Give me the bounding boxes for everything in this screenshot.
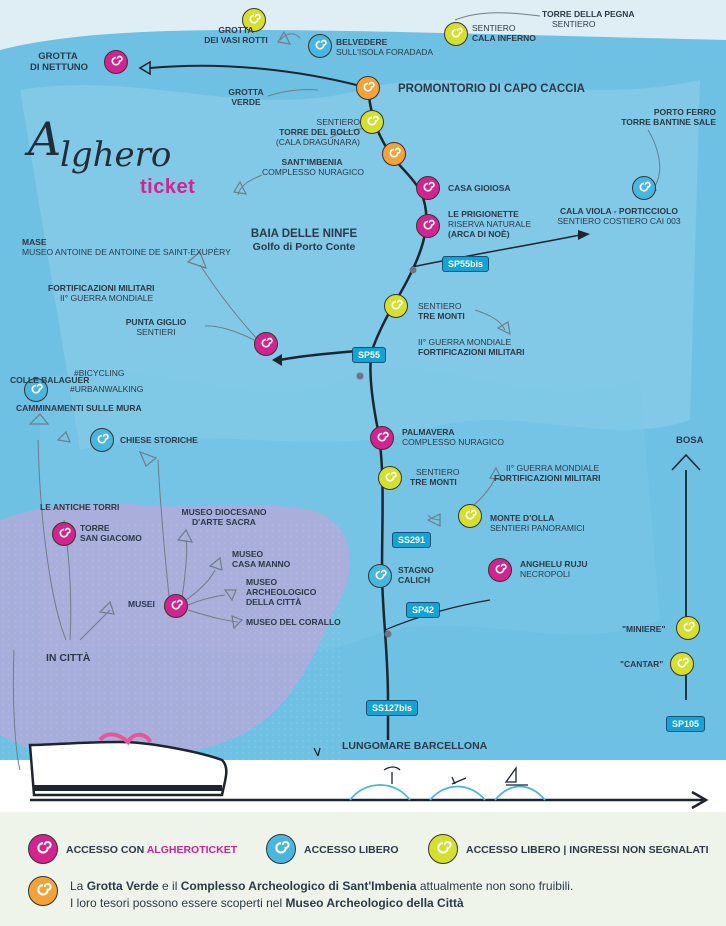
poi-grotta-vasi-icon[interactable] (242, 8, 266, 32)
poi-chiese-icon[interactable] (90, 428, 114, 452)
legend-libero: ACCESSO LIBERO (304, 844, 399, 856)
road-badge-ss127bis: SS127bis (366, 700, 419, 716)
road-badge-sp55bis: SP55bis (442, 256, 490, 272)
label-colle-balaguer: COLLE BALAGUER (10, 375, 90, 385)
road-badge-sp42: SP42 (406, 602, 441, 618)
label-urbanwalking: #URBANWALKING (70, 384, 144, 394)
legend-green-icon (428, 834, 458, 864)
poi-prigionette-icon[interactable] (416, 214, 440, 238)
legend-orange-icon (28, 876, 58, 906)
poi-sant-imbenia-icon[interactable] (382, 142, 406, 166)
logo-initial: A (28, 112, 62, 166)
poi-musei-icon[interactable] (164, 594, 188, 618)
label-capo-caccia: PROMONTORIO DI CAPO CACCIA (398, 83, 585, 95)
road-badge-sp55: SP55 (352, 347, 387, 363)
label-in-citta: IN CITTÀ (46, 652, 91, 664)
poi-tre-monti-1-icon[interactable] (384, 294, 408, 318)
label-miniere: "MINIERE" (622, 624, 666, 634)
poi-cala-inferno-icon[interactable] (444, 22, 468, 46)
poi-baia-ninfe-icon[interactable] (254, 332, 278, 356)
poi-cala-viola-icon[interactable] (632, 176, 656, 200)
poi-palmavera-icon[interactable] (370, 426, 394, 450)
legend-non-segnalati: ACCESSO LIBERO | INGRESSI NON SEGNALATI (466, 844, 709, 856)
footnote-line-2: I loro tesori possono essere scoperti ne… (70, 896, 464, 910)
poi-camminamenti-icon[interactable] (24, 378, 48, 402)
poi-tre-monti-2-icon[interactable] (378, 466, 402, 490)
legend-ticket: ACCESSO CON ALGHEROTICKET (66, 844, 238, 856)
poi-capo-caccia-icon[interactable] (356, 76, 380, 100)
poi-stagno-calich-icon[interactable] (368, 564, 392, 588)
label-lungomare: LUNGOMARE BARCELLONA (342, 740, 488, 752)
label-bosa: BOSA (676, 435, 704, 446)
legend-blue-icon (266, 834, 296, 864)
poi-anghelu-ruju-icon[interactable] (488, 558, 512, 582)
label-chiese: CHIESE STORICHE (120, 435, 198, 445)
poi-grotta-nettuno-icon[interactable] (104, 50, 128, 74)
poi-cantar-icon[interactable] (670, 652, 694, 676)
poi-torre-bollo-icon[interactable] (360, 110, 384, 134)
logo-text: lghero (60, 135, 172, 175)
label-cantar: "CANTAR" (620, 659, 664, 669)
footnote-line-1: La Grotta Verde e il Complesso Archeolog… (70, 879, 574, 893)
poi-monte-olla-icon[interactable] (458, 504, 482, 528)
label-casa-gioiosa: CASA GIOIOSA (448, 183, 511, 193)
label-bicycling: #BICYCLING (74, 368, 125, 378)
poi-belvedere-icon[interactable] (308, 34, 332, 58)
road-badge-sp105: SP105 (666, 716, 706, 732)
poi-casa-gioiosa-icon[interactable] (416, 176, 440, 200)
label-museo-corallo: MUSEO DEL CORALLO (246, 617, 341, 627)
poi-miniere-icon[interactable] (676, 616, 700, 640)
poi-torre-giacomo-icon[interactable] (52, 522, 76, 546)
shoe-illustration (28, 732, 228, 797)
label-camminamenti: CAMMINAMENTI SULLE MURA (16, 403, 142, 413)
road-badge-ss291: SS291 (392, 532, 432, 548)
label-musei: MUSEI (128, 599, 155, 609)
logo-ticket: ticket (140, 176, 196, 198)
legend-magenta-icon (28, 834, 58, 864)
label-antiche-torri: LE ANTICHE TORRI (40, 502, 120, 512)
